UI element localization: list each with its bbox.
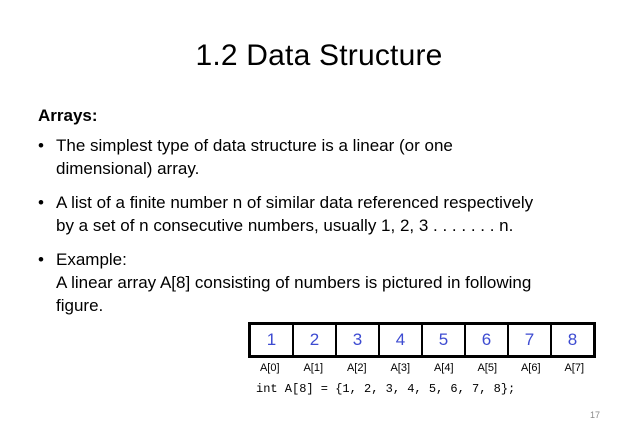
bullet-text-1: The simplest type of data structure is a… xyxy=(56,136,453,178)
array-index-label: A[3] xyxy=(390,362,411,374)
array-cell: 3 xyxy=(337,325,380,355)
array-box: 1 2 3 4 5 6 7 8 xyxy=(248,322,596,358)
array-cell: 1 xyxy=(251,325,294,355)
bullet-dot: • xyxy=(38,250,44,269)
array-index-label: A[0] xyxy=(259,362,280,374)
array-figure: 1 2 3 4 5 6 7 8 A[0] A[1] A[2] A[3] A[4]… xyxy=(248,322,596,412)
array-cell: 5 xyxy=(423,325,466,355)
array-index-label: A[7] xyxy=(564,362,585,374)
page-number: 17 xyxy=(589,410,600,420)
array-index-label: A[1] xyxy=(303,362,324,374)
array-cell: 2 xyxy=(294,325,337,355)
array-index-label: A[2] xyxy=(346,362,367,374)
array-index-row: A[0] A[1] A[2] A[3] A[4] A[5] A[6] A[7] xyxy=(248,362,596,374)
slide-title: 1.2 Data Structure xyxy=(195,39,443,72)
array-index-label: A[6] xyxy=(520,362,541,374)
array-declaration-code: int A[8] = {1, 2, 3, 4, 5, 6, 7, 8}; xyxy=(256,382,516,396)
array-cell: 4 xyxy=(380,325,423,355)
array-index-label: A[4] xyxy=(433,362,454,374)
bullet-dot: • xyxy=(38,136,44,155)
bullet-text-2: A list of a finite number n of similar d… xyxy=(56,193,534,235)
section-heading-arrays: Arrays: xyxy=(38,106,98,125)
bullet-dot: • xyxy=(38,193,44,212)
array-cell: 7 xyxy=(509,325,552,355)
array-cell: 6 xyxy=(466,325,509,355)
bullet-text-3: Example: A linear array A[8] consisting … xyxy=(56,250,532,315)
array-cell: 8 xyxy=(567,330,578,349)
array-index-label: A[5] xyxy=(477,362,498,374)
